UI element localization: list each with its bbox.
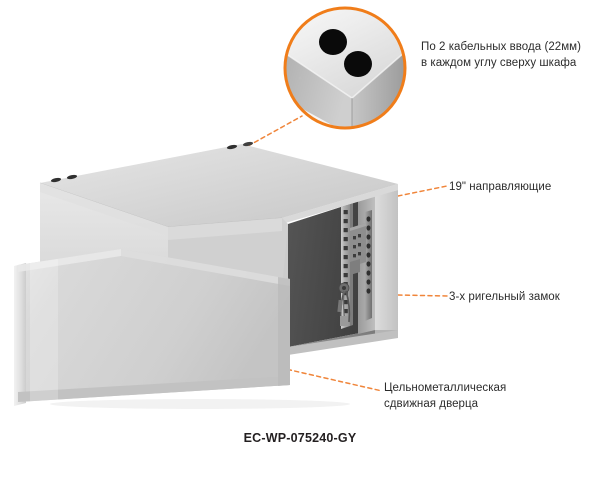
sliding-door <box>14 249 290 406</box>
cabinet-frame-bottom-lip <box>288 330 398 355</box>
sliding-door-top-hem <box>18 249 121 272</box>
leader-line-rails <box>397 185 448 197</box>
detail-hole-2 <box>344 51 372 77</box>
rack-rails-group <box>337 202 372 329</box>
sliding-door-shoulder <box>121 249 290 286</box>
cabinet-top-surface <box>40 144 398 227</box>
cabinet-assembly <box>14 141 398 409</box>
cable-hole-rear-1 <box>226 144 238 150</box>
detail-circle-border <box>283 6 407 130</box>
sliding-door-face <box>18 249 290 402</box>
leader-line-cable-entry <box>247 115 303 147</box>
cabinet-body-front-highlight <box>168 218 282 240</box>
three-point-lock <box>337 282 351 326</box>
annotation-rails: 19" направляющие <box>449 181 552 193</box>
annotation-cable-entry: По 2 кабельных ввода (22мм) в каждом угл… <box>421 41 582 69</box>
cable-hole-rear-2 <box>242 141 254 147</box>
sliding-door-bottom-hem <box>18 376 290 402</box>
leader-line-lock <box>397 294 448 297</box>
detail-left-face <box>285 42 352 128</box>
cabinet-frame-top-lip <box>282 184 398 224</box>
cable-hole-left-1 <box>50 177 62 183</box>
rail-rear <box>365 210 372 321</box>
cable-entry-detail-callout <box>283 6 407 130</box>
product-model-caption: EC-WP-075240-GY <box>243 431 357 445</box>
annotation-lock: 3-х ригельный замок <box>449 291 560 303</box>
ground-shadow <box>50 399 350 409</box>
sliding-door-sheen <box>30 259 58 404</box>
annotation-door: Цельнометаллическая сдвижная дверца <box>384 382 507 410</box>
leader-lines <box>206 115 448 392</box>
cabinet-left-end-face <box>40 183 168 268</box>
cable-entry-holes <box>50 141 254 183</box>
rail-bracket <box>350 223 366 275</box>
cable-hole-left-2 <box>66 174 78 180</box>
detail-hole-1 <box>319 29 347 55</box>
cabinet-left-end-shadow <box>40 183 168 236</box>
sliding-door-left-edge <box>14 263 26 406</box>
cabinet-frame-right <box>375 190 398 336</box>
sliding-door-right-shadow <box>278 277 290 386</box>
